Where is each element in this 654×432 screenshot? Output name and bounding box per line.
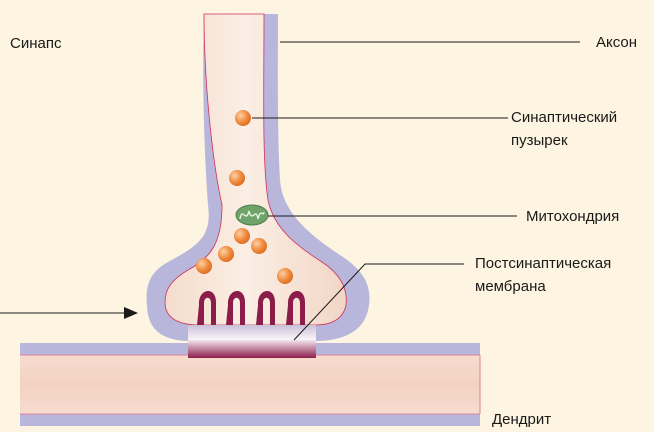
synaptic-vesicle: [251, 238, 267, 254]
postsynaptic-density: [188, 340, 316, 358]
synapse-label: Синапс: [10, 34, 61, 53]
mitochondrion: [236, 205, 268, 225]
dendrite-label: Дендрит: [492, 410, 551, 429]
axon-cytoplasm: [165, 14, 346, 325]
synaptic-vesicle: [235, 110, 251, 126]
synapse-arrowhead: [124, 307, 138, 319]
vesicle-label-line1: Синаптический: [511, 108, 617, 127]
dendrite-membrane-bottom: [20, 414, 480, 426]
mitochondrion-label: Митохондрия: [526, 207, 619, 226]
synaptic-vesicle: [234, 228, 250, 244]
axon-label: Аксон: [596, 33, 637, 52]
synaptic-vesicle: [277, 268, 293, 284]
vesicle-label-line2: пузырек: [511, 131, 568, 150]
synaptic-vesicle: [229, 170, 245, 186]
postsyn-label-line1: Постсинаптическая: [475, 254, 611, 273]
synaptic-vesicle: [218, 246, 234, 262]
synaptic-vesicle: [196, 258, 212, 274]
dendrite-body: [20, 352, 480, 418]
postsyn-label-line2: мембрана: [475, 277, 546, 296]
